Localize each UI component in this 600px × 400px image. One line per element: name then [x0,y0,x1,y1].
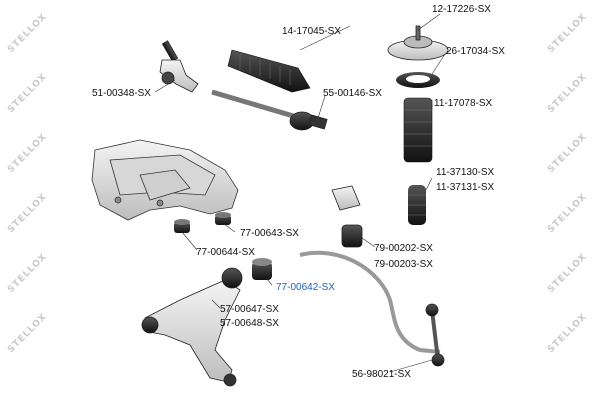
control-arm-bushing-77-00642 [252,258,272,280]
part-label-79-00203: 79-00203-SX [374,259,433,270]
part-label-11-37130: 11-37130-SX [436,167,495,178]
part-label-11-37131: 11-37131-SX [436,182,495,193]
tie-rod-end-51-00348 [159,40,199,93]
bump-stop-11-37130 [408,185,426,225]
leader-lines [154,13,446,373]
inner-tie-rod-55-00146 [211,89,328,131]
stabilizer-bushing-79-00202 [331,185,363,248]
subframe-bushing-77-00643 [215,212,231,225]
part-label-26-17034: 26-17034-SX [446,46,505,57]
part-label-77-00643: 77-00643-SX [240,228,299,239]
part-label-12-17226: 12-17226-SX [432,4,491,15]
steering-boot-14-17045 [227,49,311,93]
part-label-11-17078: 11-17078-SX [434,98,493,109]
stabilizer-link-56-98021 [425,303,445,367]
subframe-bushing-77-00644 [174,219,190,233]
part-label-57-00647: 57-00647-SX [220,304,279,315]
part-label-14-17045: 14-17045-SX [282,26,341,37]
part-label-79-00202: 79-00202-SX [374,243,433,254]
part-label-77-00642: 77-00642-SX [276,282,335,293]
part-label-77-00644: 77-00644-SX [196,247,255,258]
part-label-51-00348: 51-00348-SX [92,88,151,99]
lower-control-arm-57-00647 [141,267,243,387]
subframe-crossmember [91,139,239,221]
part-label-57-00648: 57-00648-SX [220,318,279,329]
part-label-55-00146: 55-00146-SX [323,88,382,99]
stabilizer-bar [299,250,441,354]
part-label-56-98021: 56-98021-SX [352,369,411,380]
strut-mount-12-17226 [387,25,449,61]
strut-bearing-26-17034 [396,72,440,88]
dust-boot-11-17078 [403,97,433,163]
